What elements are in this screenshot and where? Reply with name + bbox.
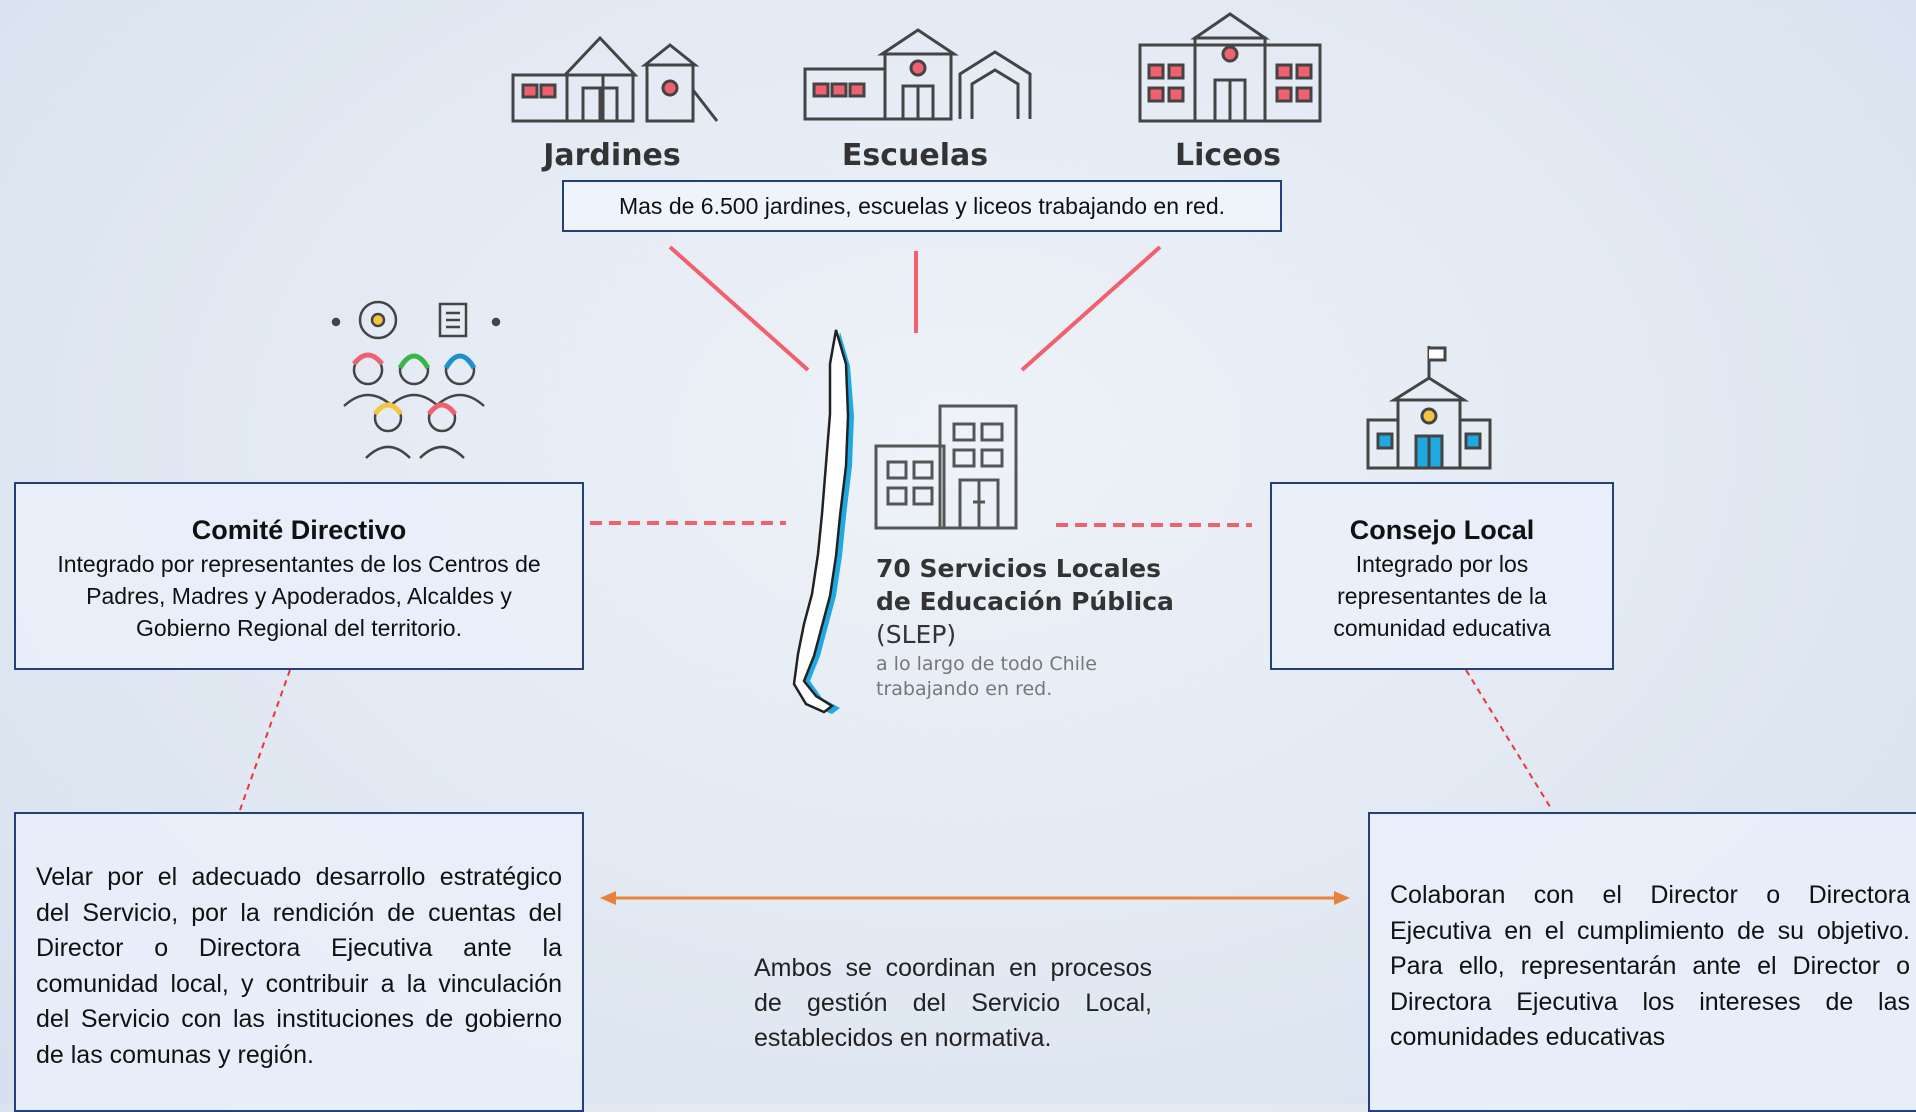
comite-role-box: Velar por el adecuado desarrollo estraté… <box>14 812 584 1112</box>
consejo-description-line-1: Integrado por los <box>1355 551 1529 577</box>
slep-title-line-2: de Educación Pública <box>876 587 1174 616</box>
consejo-role-text: Colaboran con el Director o Directora Ej… <box>1390 881 1910 1051</box>
comite-description-line-3: Gobierno Regional del territorio. <box>135 615 462 641</box>
school-building-icon <box>803 28 1032 121</box>
connector-jardines <box>668 245 810 372</box>
consejo-role-box: Colaboran con el Director o Directora Ej… <box>1368 812 1916 1112</box>
kindergarten-building-icon <box>511 35 719 123</box>
connector-consejo-role <box>1465 669 1553 811</box>
high-school-building-icon <box>1138 12 1322 123</box>
connector-comite-role <box>239 669 291 811</box>
slep-title-line-1: 70 Servicios Locales <box>876 554 1161 583</box>
slep-title-line-3: (SLEP) <box>876 620 957 649</box>
escuelas-label: Escuelas <box>841 138 989 173</box>
consejo-description-line-2: representantes de la <box>1337 583 1547 609</box>
consejo-local-title: Consejo Local <box>1349 515 1535 545</box>
comite-directivo-title: Comité Directivo <box>191 515 407 545</box>
slep-subtitle: a lo largo de todo Chile trabajando en r… <box>876 652 1097 702</box>
slep-title: 70 Servicios Locales de Educación Públic… <box>876 552 1174 651</box>
chile-map-icon <box>792 329 854 714</box>
school-flag-icon <box>1366 346 1492 470</box>
network-banner-text: Mas de 6.500 jardines, escuelas y liceos… <box>618 193 1226 219</box>
coordination-arrow <box>600 891 1350 905</box>
liceos-label: Liceos <box>1175 138 1281 173</box>
comite-description-line-1: Integrado por representantes de los Cent… <box>57 551 541 577</box>
slep-subtitle-line-1: a lo largo de todo Chile <box>876 653 1097 675</box>
comite-description-line-2: Padres, Madres y Apoderados, Alcaldes y <box>86 583 512 609</box>
slep-subtitle-line-2: trabajando en red. <box>876 678 1053 700</box>
consejo-local-box: Consejo Local Integrado por los represen… <box>1270 482 1614 670</box>
jardines-label: Jardines <box>543 138 681 173</box>
comite-directivo-box: Comité Directivo Integrado por represent… <box>14 482 584 670</box>
coordination-note: Ambos se coordinan en procesos de gestió… <box>754 954 1152 1052</box>
connector-liceos <box>1020 245 1162 372</box>
office-building-icon <box>874 404 1018 530</box>
comite-role-text: Velar por el adecuado desarrollo estraté… <box>36 863 562 1069</box>
consejo-description-line-3: comunidad educativa <box>1333 615 1551 641</box>
network-banner: Mas de 6.500 jardines, escuelas y liceos… <box>562 180 1282 232</box>
team-people-icon <box>331 300 501 459</box>
